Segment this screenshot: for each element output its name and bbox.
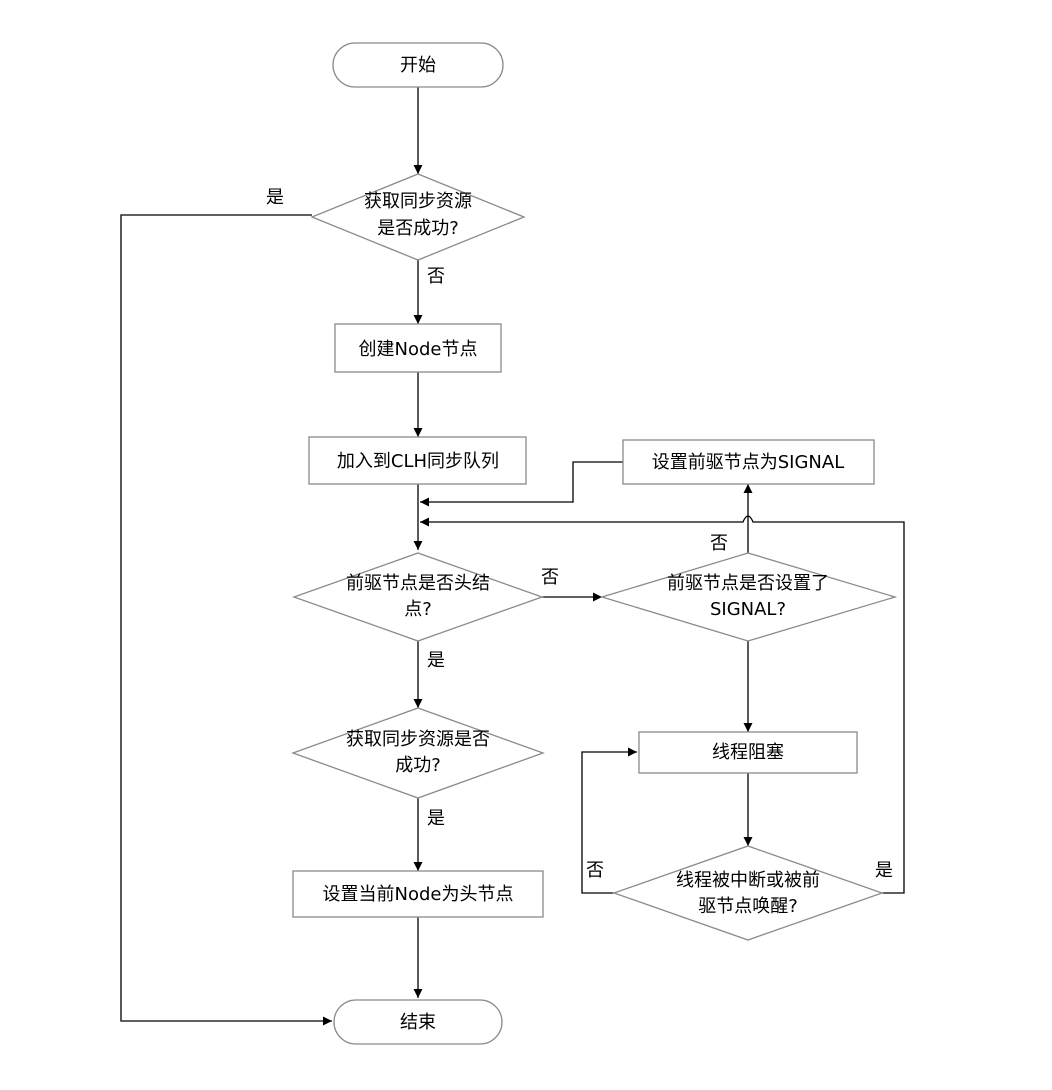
label-interrupted-yes: 是 (875, 860, 893, 881)
node-start-label: 开始 (400, 55, 436, 76)
node-acquire2-label-1: 获取同步资源是否 (346, 729, 490, 750)
node-end-label: 结束 (400, 1012, 436, 1033)
node-interrupted-label-1: 线程被中断或被前 (676, 870, 820, 891)
edge-interrupted-no-block (581, 747, 637, 894)
node-enqueue: 加入到CLH同步队列 (308, 436, 527, 485)
node-interrupted: 线程被中断或被前 驱节点唤醒? (612, 845, 884, 941)
node-create: 创建Node节点 (334, 323, 502, 373)
node-set-head-label: 设置当前Node为头节点 (323, 884, 514, 905)
label-acquire1-yes: 是 (266, 187, 284, 208)
node-set-signal-label: 设置前驱节点为SIGNAL (652, 452, 845, 473)
node-end: 结束 (333, 999, 503, 1045)
edge-set-signal-loop (420, 461, 623, 507)
node-start: 开始 (332, 42, 504, 88)
node-acquire1-label-2: 是否成功? (377, 218, 459, 239)
label-acquire2-yes: 是 (427, 808, 445, 829)
edge-acquire1-yes-end (120, 214, 332, 1026)
node-pred-signal: 前驱节点是否设置了 SIGNAL? (599, 552, 898, 642)
label-pred-head-no: 否 (541, 567, 559, 588)
connectors (120, 87, 905, 1026)
label-pred-head-yes: 是 (427, 650, 445, 671)
node-set-head: 设置当前Node为头节点 (292, 870, 544, 918)
node-set-signal: 设置前驱节点为SIGNAL (622, 439, 875, 485)
node-acquire1-label-1: 获取同步资源 (364, 191, 472, 212)
node-block: 线程阻塞 (638, 731, 858, 774)
node-pred-head: 前驱节点是否头结 点? (292, 552, 544, 642)
node-pred-signal-label-2: SIGNAL? (710, 599, 786, 620)
node-block-label: 线程阻塞 (712, 742, 784, 763)
node-acquire2: 获取同步资源是否 成功? (291, 707, 545, 799)
node-acquire1: 获取同步资源 是否成功? (310, 173, 526, 261)
node-create-label: 创建Node节点 (359, 339, 478, 360)
node-pred-signal-label-1: 前驱节点是否设置了 (667, 573, 829, 594)
label-interrupted-no: 否 (586, 860, 604, 881)
node-pred-head-label-2: 点? (404, 599, 432, 620)
node-acquire2-label-2: 成功? (395, 755, 441, 776)
label-acquire1-no: 否 (427, 266, 445, 287)
label-pred-signal-no: 否 (710, 533, 728, 554)
node-enqueue-label: 加入到CLH同步队列 (337, 451, 499, 472)
edge-labels: 是 否 否 是 否 是 否 是 (266, 187, 893, 881)
edge-interrupted-yes-loop (420, 515, 905, 894)
node-interrupted-label-2: 驱节点唤醒? (698, 896, 798, 917)
node-pred-head-label-1: 前驱节点是否头结 (346, 573, 490, 594)
